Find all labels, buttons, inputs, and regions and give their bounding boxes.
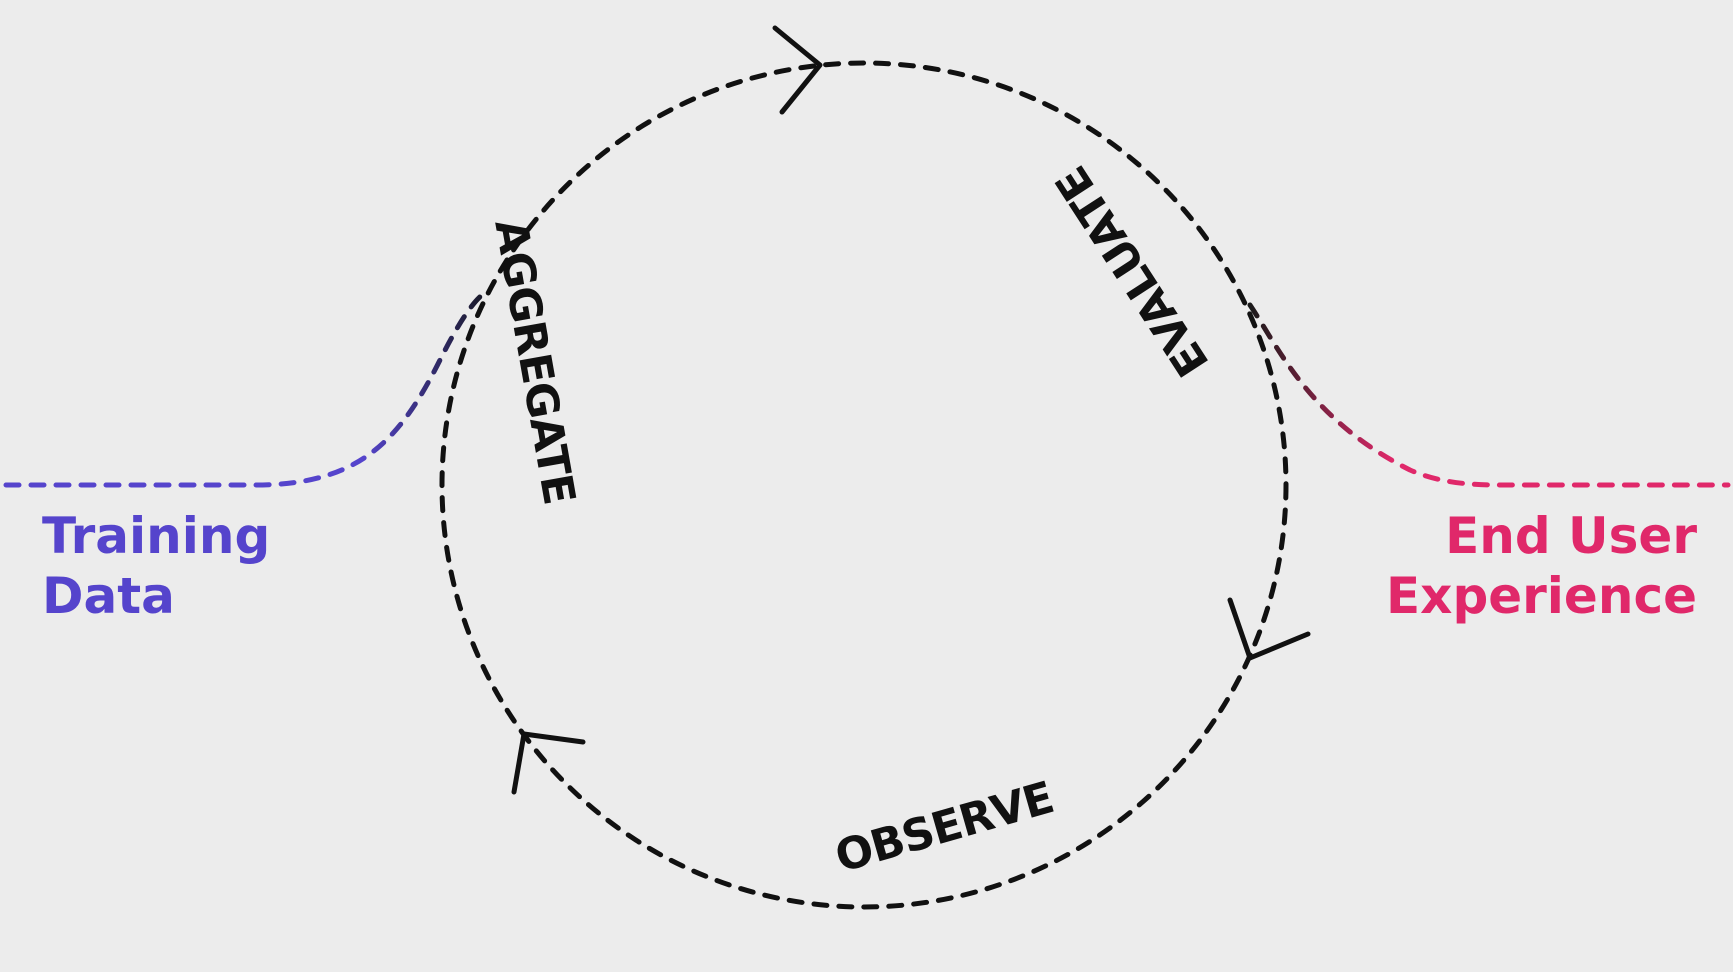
step-label-aggregate: AGGREGATE: [484, 215, 584, 508]
step-label-aggregate-group: AGGREGATE: [484, 215, 584, 508]
step-label-evaluate: EVALUATE: [1047, 157, 1220, 385]
step-label-evaluate-group: EVALUATE: [1047, 157, 1220, 385]
training-data-label: Training Data: [42, 506, 270, 626]
training-data-line1: Training: [42, 507, 271, 565]
arrow-right-icon: [1227, 597, 1311, 661]
end-user-experience-line2: Experience: [1386, 567, 1697, 625]
end-user-experience-line: [1247, 302, 1731, 488]
arrow-left-icon: [511, 731, 586, 795]
end-user-experience-label: End User Experience: [1386, 506, 1697, 626]
training-data-line: [3, 292, 485, 488]
training-data-line2: Data: [42, 567, 175, 625]
step-label-observe-group: OBSERVE: [830, 772, 1059, 883]
step-label-observe: OBSERVE: [830, 772, 1059, 883]
cycle-ring: [439, 60, 1289, 910]
arrow-top-icon: [772, 25, 823, 115]
end-user-experience-line1: End User: [1445, 507, 1697, 565]
